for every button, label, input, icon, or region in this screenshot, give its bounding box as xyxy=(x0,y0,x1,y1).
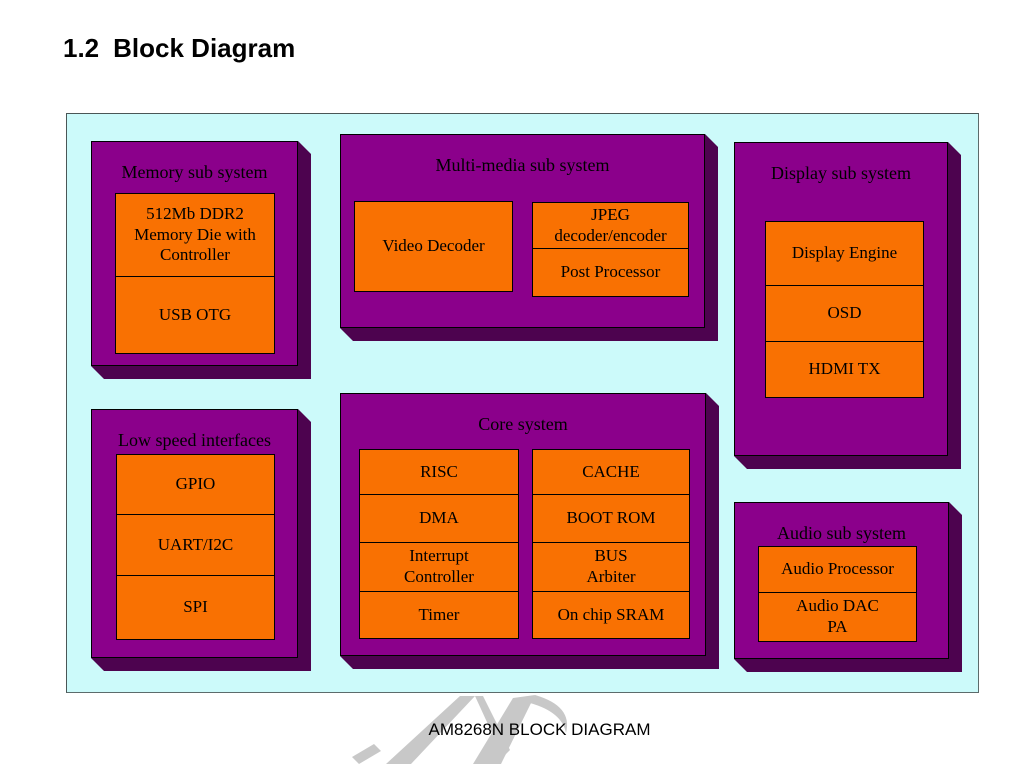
block-on-chip-sram: On chip SRAM xyxy=(532,591,690,639)
block-osd: OSD xyxy=(765,285,924,342)
block-post-processor: Post Processor xyxy=(532,248,689,297)
display-subsystem-title: Display sub system xyxy=(770,163,911,183)
block-boot-rom: BOOT ROM xyxy=(532,494,690,543)
block-dma: DMA xyxy=(359,494,519,543)
block-video-decoder: Video Decoder xyxy=(354,201,513,292)
block-hdmi-tx: HDMI TX xyxy=(765,341,924,398)
block-spi: SPI xyxy=(116,575,275,640)
block-usb-otg: USB OTG xyxy=(115,276,275,354)
block-jpeg-decoder-encoder: JPEG decoder/encoder xyxy=(532,202,689,249)
memory-subsystem: Memory sub system 512Mb DDR2 Memory Die … xyxy=(91,141,298,366)
block-risc: RISC xyxy=(359,449,519,495)
multimedia-subsystem-title: Multi-media sub system xyxy=(435,155,610,175)
audio-subsystem-title: Audio sub system xyxy=(776,523,906,543)
section-title: Block Diagram xyxy=(113,33,296,63)
section-number: 1.2 xyxy=(63,33,100,63)
block-512mb-ddr2: 512Mb DDR2 Memory Die with Controller xyxy=(115,193,275,277)
core-subsystem-title: Core system xyxy=(478,414,568,434)
multimedia-subsystem: Multi-media sub system Video Decoder JPE… xyxy=(340,134,705,328)
audio-subsystem-box: Audio sub system Audio Processor Audio D… xyxy=(734,502,949,659)
core-subsystem: Core system RISC DMA Interrupt Controlle… xyxy=(340,393,706,656)
block-interrupt-controller: Interrupt Controller xyxy=(359,542,519,592)
display-subsystem-box: Display sub system Display Engine OSD HD… xyxy=(734,142,948,456)
block-gpio: GPIO xyxy=(116,454,275,515)
audio-subsystem: Audio sub system Audio Processor Audio D… xyxy=(734,502,949,659)
low-speed-subsystem-box: Low speed interfaces GPIO UART/I2C SPI xyxy=(91,409,298,658)
low-speed-subsystem-title: Low speed interfaces xyxy=(118,430,271,450)
block-timer: Timer xyxy=(359,591,519,639)
block-audio-processor: Audio Processor xyxy=(758,546,917,593)
block-uart-i2c: UART/I2C xyxy=(116,514,275,576)
display-subsystem: Display sub system Display Engine OSD HD… xyxy=(734,142,948,456)
low-speed-subsystem: Low speed interfaces GPIO UART/I2C SPI xyxy=(91,409,298,658)
memory-subsystem-box: Memory sub system 512Mb DDR2 Memory Die … xyxy=(91,141,298,366)
block-audio-dac-pa: Audio DAC PA xyxy=(758,592,917,642)
core-subsystem-box: Core system RISC DMA Interrupt Controlle… xyxy=(340,393,706,656)
watermark-stroke xyxy=(352,744,381,764)
memory-subsystem-title: Memory sub system xyxy=(121,162,268,182)
multimedia-subsystem-box: Multi-media sub system Video Decoder JPE… xyxy=(340,134,705,328)
block-diagram-panel: Memory sub system 512Mb DDR2 Memory Die … xyxy=(66,113,979,693)
block-display-engine: Display Engine xyxy=(765,221,924,286)
section-heading: 1.2 Block Diagram xyxy=(63,33,295,64)
figure-caption: AM8268N BLOCK DIAGRAM xyxy=(428,720,651,739)
block-bus-arbiter: BUS Arbiter xyxy=(532,542,690,592)
block-cache: CACHE xyxy=(532,449,690,495)
